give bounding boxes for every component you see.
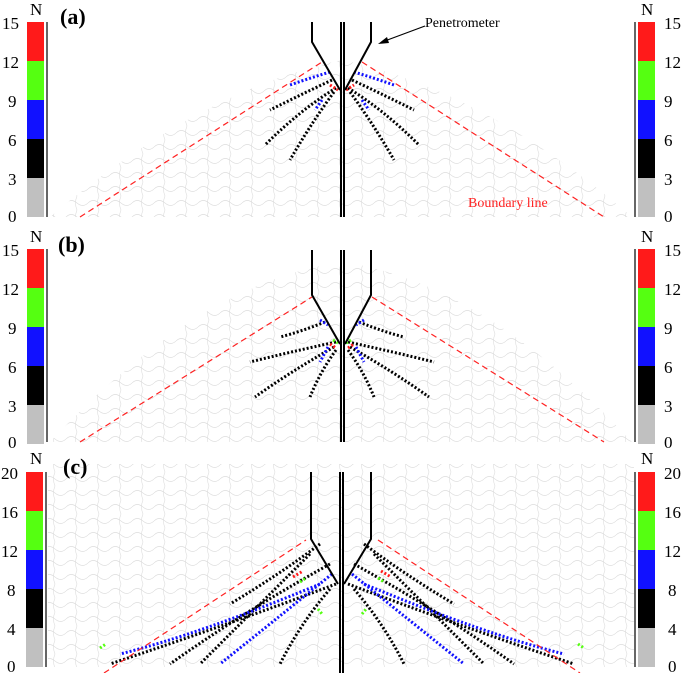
tick-label: 16 [664,503,681,522]
tick-label: 20 [664,464,681,483]
boundary-line-left [103,539,307,673]
boundary-line-label: Boundary line [468,196,548,211]
panel-a: N N 15 12 9 6 3 0 15 12 9 6 3 0 (a) Pene… [0,0,685,226]
tick-label: 15 [2,14,19,33]
boundary-line-left [79,296,313,443]
tick-label: 15 [664,14,681,33]
panel-label: (c) [63,454,88,479]
penetrometer [311,22,372,217]
tick-label: 12 [664,280,681,299]
penetrometer-arrow [378,25,426,44]
tick-label: 4 [668,620,677,639]
tick-label: 3 [664,170,673,189]
boundary-line-right [361,61,605,218]
colorbar-title-left: N [30,0,43,19]
force-chains [263,70,421,161]
tick-label: 6 [664,358,673,377]
tick-label: 9 [664,319,673,338]
tick-label: 12 [664,53,681,72]
tick-label: 3 [8,170,17,189]
force-chains [99,542,585,666]
tick-label: 6 [664,131,673,150]
boundary-line-left [79,61,323,218]
tick-label: 8 [668,581,677,600]
tick-label: 15 [2,241,19,260]
tick-label: 12 [664,542,681,561]
tick-label: 9 [8,92,17,111]
panel-label: (b) [58,232,85,257]
colorbar-title-right: N [641,0,654,19]
panel-label: (a) [60,4,86,29]
colorbar-title-left: N [30,449,43,468]
tick-label: 3 [8,397,17,416]
colorbar-title-left: N [30,227,43,246]
left-colorbar [26,472,47,667]
tick-label: 0 [8,433,17,452]
tick-label: 0 [664,433,673,452]
panel-b: N N 15 12 9 6 3 0 15 12 9 6 3 0 (b) [0,222,685,451]
penetrometer [310,472,372,673]
force-chains [249,318,435,399]
tick-label: 6 [8,131,17,150]
panel-b-graphic [27,249,655,444]
panel-c: N N 20 16 12 8 4 0 20 16 12 8 4 0 (c) [0,444,685,676]
penetrometer-label: Penetrometer [425,16,500,31]
tick-label: 9 [664,92,673,111]
right-colorbar [634,472,655,667]
tick-label: 15 [664,241,681,260]
penetrometer [311,250,372,442]
tick-label: 20 [1,464,18,483]
tick-label: 8 [7,581,16,600]
left-colorbar [27,249,48,444]
tick-label: 16 [1,503,18,522]
panel-c-graphic [26,464,655,673]
tick-label: 0 [8,207,17,226]
colorbar-title-right: N [641,227,654,246]
tick-label: 3 [664,397,673,416]
panel-a-graphic [27,22,655,218]
right-colorbar [634,249,655,444]
colorbar-title-right: N [641,449,654,468]
tick-label: 9 [8,319,17,338]
left-colorbar [27,22,48,217]
tick-label: 12 [2,53,19,72]
tick-label: 4 [7,620,16,639]
tick-label: 0 [668,657,677,676]
right-colorbar [634,22,655,217]
boundary-line-right [377,539,581,673]
tick-label: 12 [1,542,18,561]
tick-label: 12 [2,280,19,299]
tick-label: 0 [664,207,673,226]
tick-label: 6 [8,358,17,377]
tick-label: 0 [7,657,16,676]
boundary-line-right [371,296,605,443]
